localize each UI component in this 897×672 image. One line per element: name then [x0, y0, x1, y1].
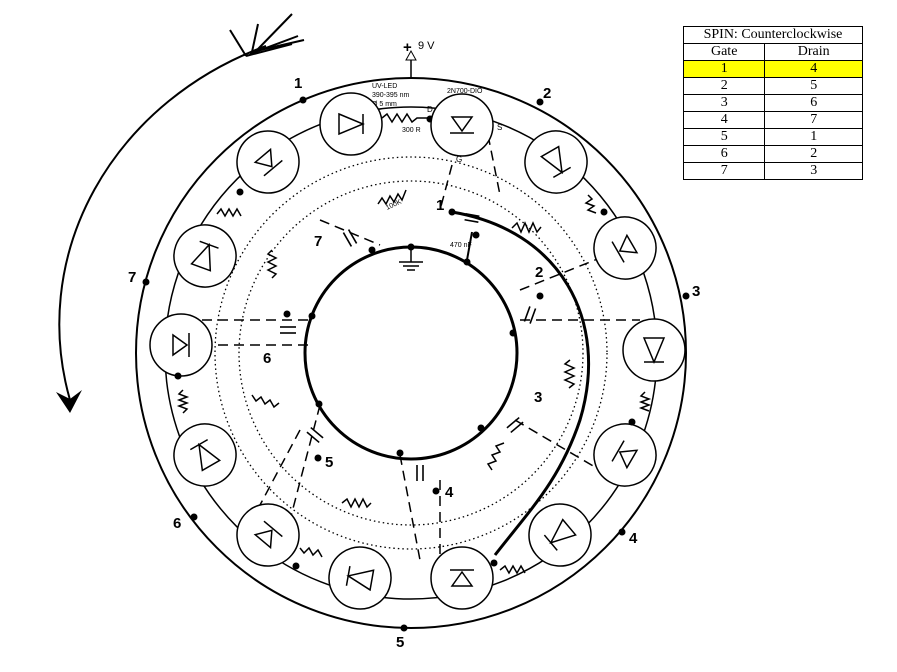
outer-nodes — [142, 96, 690, 632]
inner-number-3: 3 — [534, 389, 542, 406]
inner-number-4: 4 — [445, 484, 454, 501]
gate-cell: 3 — [682, 94, 766, 112]
cap-470-label: 470 nF — [450, 242, 472, 249]
drain-cell: 2 — [764, 145, 863, 163]
inner-number-5: 5 — [325, 454, 333, 471]
dotted-ring-inner — [238, 180, 584, 526]
inner-nodes — [174, 188, 636, 570]
led-spec-line2: 390-395 nm — [372, 92, 410, 99]
thick-trace-to-inner — [466, 231, 473, 261]
drain-cell: 1 — [764, 128, 863, 146]
spin-arrow — [58, 45, 267, 401]
led-spec-line1: UV-LED — [372, 83, 397, 90]
inner-number-2: 2 — [535, 264, 543, 281]
led-spec-line3: Ø 5 mm — [372, 101, 397, 108]
resistor-300 — [381, 112, 430, 124]
mosfet-label: 2N700-DIO — [447, 88, 483, 95]
spin-table-title: SPIN: Counterclockwise — [683, 26, 863, 44]
inner-number-1: 1 — [436, 197, 444, 214]
drain-cell: 6 — [764, 94, 863, 112]
gate-cell: 6 — [682, 145, 766, 163]
pin-d-label: D — [427, 105, 433, 114]
drain-cell: 5 — [764, 77, 863, 95]
mosfet-components — [149, 93, 657, 610]
gate-cell: 5 — [682, 128, 766, 146]
gate-cell: 7 — [682, 162, 766, 180]
outer-number-6: 6 — [173, 515, 181, 532]
outer-number-4: 4 — [629, 530, 638, 547]
supply-label: 9 V — [418, 40, 435, 52]
outer-ring — [135, 77, 687, 629]
inner-number-6: 6 — [263, 350, 271, 367]
pin-g-label: G — [456, 155, 462, 164]
gate-cell: 2 — [682, 77, 766, 95]
supply-plus: + — [403, 39, 412, 56]
led-components — [173, 92, 686, 610]
spin-arrowhead — [56, 390, 82, 413]
header-gate: Gate — [682, 43, 766, 61]
dotted-ring-outer — [214, 156, 608, 550]
inner-ring — [303, 245, 519, 461]
outer-number-7: 7 — [128, 269, 136, 286]
outer-number-2: 2 — [543, 85, 551, 102]
dashed-lines — [200, 134, 640, 561]
inner-number-7: 7 — [314, 233, 322, 250]
radial-resistors — [176, 194, 652, 575]
outer-number-3: 3 — [692, 283, 700, 300]
supply-arrow — [405, 49, 417, 61]
drain-cell: 3 — [764, 162, 863, 180]
arrow-fletching — [229, 13, 305, 57]
drain-cell: 4 — [764, 60, 863, 78]
header-drain: Drain — [764, 43, 863, 61]
thick-trace-1-4 — [451, 210, 590, 556]
pin-s-label: S — [497, 123, 502, 132]
resistor-300-label: 300 R — [402, 127, 421, 134]
gate-cell: 1 — [682, 60, 766, 78]
gate-cell: 4 — [682, 111, 766, 129]
resistor-100k — [377, 189, 407, 206]
drain-cell: 7 — [764, 111, 863, 129]
outer-number-1: 1 — [294, 75, 302, 92]
capacitors — [280, 213, 537, 481]
ground-node — [407, 243, 415, 251]
outer-number-5: 5 — [396, 634, 404, 651]
